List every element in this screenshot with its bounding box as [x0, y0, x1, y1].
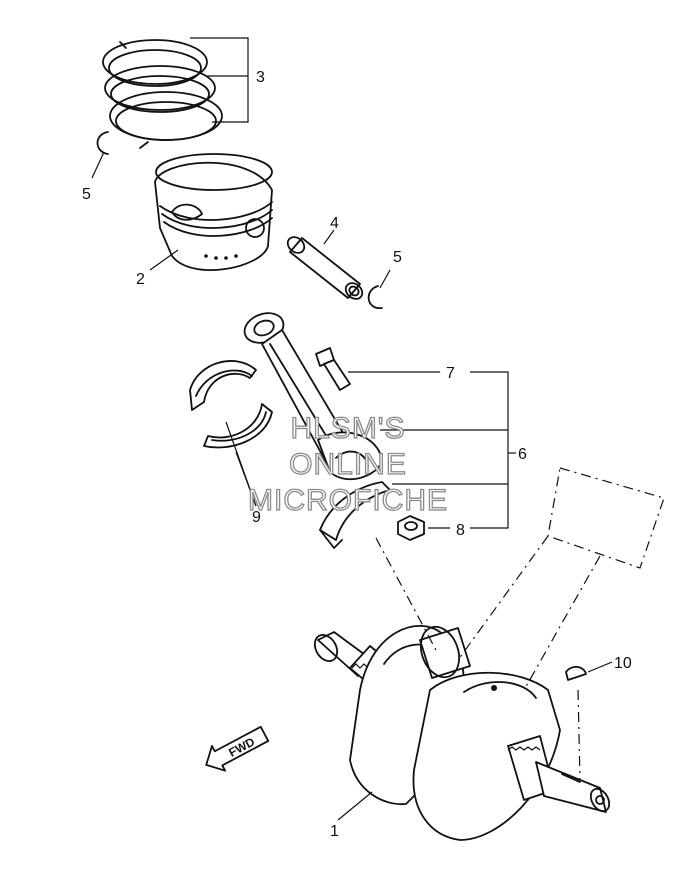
rod-bearings	[189, 360, 273, 449]
circlip-right	[367, 285, 383, 309]
rod-bolt	[315, 347, 351, 391]
rod-nut	[397, 515, 425, 541]
callout-7: 7	[446, 365, 455, 382]
watermark-line-3: MICROFICHE	[248, 484, 448, 517]
callout-9: 9	[252, 509, 261, 526]
watermark-line-1: HLSM'S	[290, 412, 405, 445]
callout-3-bracket	[190, 37, 249, 123]
callout-8: 8	[456, 522, 465, 539]
callout-10: 10	[614, 655, 632, 672]
connecting-rod	[243, 312, 391, 549]
callout-6: 6	[518, 446, 527, 463]
circlip-left	[96, 131, 109, 155]
piston-pin	[286, 236, 364, 300]
piston-rings	[102, 39, 223, 149]
crankshaft	[313, 624, 611, 841]
callout-2: 2	[136, 271, 145, 288]
phantom-rod	[375, 467, 665, 691]
callout-3: 3	[256, 69, 265, 86]
callout-5-right: 5	[393, 249, 402, 266]
piston	[154, 153, 273, 271]
callout-6-bracket	[380, 371, 516, 529]
woodruff-key	[565, 666, 587, 681]
callout-1: 1	[330, 823, 339, 840]
watermark: HLSM'S ONLINE MICROFICHE	[247, 411, 448, 517]
fwd-arrow-icon: FWD	[205, 725, 270, 772]
callout-4: 4	[330, 215, 339, 232]
callout-5-left: 5	[82, 186, 91, 203]
watermark-line-2: ONLINE	[289, 448, 407, 481]
